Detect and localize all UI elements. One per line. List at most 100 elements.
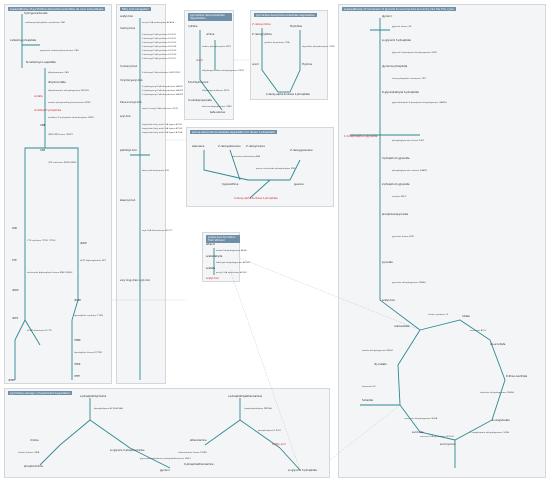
- metabolite[interactable]: 3-phospho-D-glycerate: [382, 157, 410, 160]
- metabolite[interactable]: CTP: [12, 259, 17, 262]
- enzyme-label: ethanolamine kinase ETNK1: [178, 452, 208, 454]
- metabolite[interactable]: a phosphatidylethanolamine: [228, 395, 263, 398]
- metabolite[interactable]: hydrogencarbonate: [24, 12, 48, 15]
- metabolite[interactable]: sn-glycerol 3-phosphate: [382, 39, 411, 42]
- enzyme-label: 3-ketoacyl-CoA synthase ELOVL2: [142, 38, 177, 40]
- enzyme-label: 3-hydroxyacyl-CoA dehydratase HACD1: [142, 86, 184, 88]
- enzyme-label: glyceraldehyde-3-phosphate dehydrogenase…: [392, 102, 447, 104]
- metabolite[interactable]: UDP: [40, 149, 46, 152]
- edge: [89, 419, 131, 449]
- metabolite[interactable]: oxaloacetate: [394, 325, 410, 328]
- metabolite[interactable]: acetate: [206, 267, 216, 270]
- metabolite[interactable]: acetaldehyde: [206, 255, 223, 258]
- enzyme-label: dihydroorotate dehydrogenase DHODH: [48, 90, 89, 92]
- metabolite[interactable]: carbamoyl phosphate: [10, 39, 37, 42]
- metabolite[interactable]: D-glyceraldehyde 3-phosphate: [382, 91, 419, 94]
- metabolite[interactable]: phosphocholine: [24, 465, 43, 468]
- metabolite[interactable]: N-carbamoyl-L-aspartate: [26, 61, 56, 64]
- enzyme-label: 3-ketoacyl-CoA synthase ELOVL7: [142, 58, 177, 60]
- edge: [239, 419, 281, 449]
- metabolite[interactable]: 3-hydroxyacyl-CoA: [120, 79, 143, 82]
- metabolite[interactable]: 3-ureidopropanoate: [188, 99, 212, 102]
- metabolite[interactable]: ethanolamine: [190, 439, 207, 442]
- metabolite[interactable]: 2-deoxy-alpha-D-ribose 1-phosphate: [266, 93, 310, 96]
- metabolite[interactable]: 2'-deoxyadenosine: [218, 145, 241, 148]
- enzyme-label: aconitase ACO2: [470, 330, 487, 332]
- metabolite[interactable]: hypoxanthine: [222, 183, 239, 186]
- enzyme-label: nucleoside diphosphate kinase NME1 NME2: [27, 272, 73, 274]
- metabolite[interactable]: glycerol: [160, 469, 170, 472]
- metabolite[interactable]: malonyl-CoA: [120, 27, 136, 30]
- metabolite[interactable]: a phosphatidylcholine: [80, 395, 107, 398]
- edge: [379, 299, 421, 331]
- metabolite[interactable]: palmitoyl-CoA: [120, 149, 137, 152]
- metabolite[interactable]: choline: [30, 439, 39, 442]
- enzyme-label: fatty acid desaturase SCD: [142, 170, 170, 172]
- metabolite[interactable]: 2'-deoxyguanosine: [290, 149, 313, 152]
- metabolite-highlighted[interactable]: orotidine 5'-phosphate: [34, 109, 62, 112]
- metabolite-highlighted[interactable]: 1,3-bisphospho-D-glycerate: [344, 135, 378, 138]
- enzyme-label: thymidylate synthase TYMS: [74, 315, 103, 317]
- metabolite[interactable]: succinate: [412, 431, 424, 434]
- enzyme-label: fumarase FH: [362, 386, 376, 388]
- metabolite[interactable]: dTMP: [74, 339, 81, 342]
- metabolite[interactable]: uridine: [206, 33, 215, 36]
- metabolite[interactable]: dTTP: [74, 375, 80, 378]
- metabolite[interactable]: 3-oxoacyl-CoA: [120, 65, 138, 68]
- metabolite[interactable]: ethanol: [206, 243, 216, 246]
- enzyme-label: 3-hydroxyacyl-CoA dehydratase HACD2: [142, 90, 184, 92]
- metabolite[interactable]: phosphoenolpyruvate: [382, 213, 409, 216]
- metabolite[interactable]: acyl-CoA: [120, 115, 131, 118]
- metabolite-highlighted[interactable]: 2-deoxy-alpha-D-ribose 1-phosphate: [234, 197, 278, 200]
- metabolite[interactable]: glycerone phosphate: [382, 65, 408, 68]
- metabolite[interactable]: fumarate: [362, 399, 374, 402]
- metabolite[interactable]: dCTP: [12, 317, 19, 320]
- metabolite[interactable]: dCDP: [12, 289, 19, 292]
- metabolite[interactable]: dUMP: [74, 299, 81, 302]
- metabolite[interactable]: (S)-malate: [374, 363, 387, 366]
- metabolite[interactable]: acetyl-CoA: [120, 15, 133, 18]
- metabolite[interactable]: uracil: [252, 63, 259, 66]
- metabolite-highlighted[interactable]: acetyl-CoA: [206, 277, 219, 280]
- metabolite[interactable]: dihydroorotate: [48, 81, 66, 84]
- metabolite[interactable]: dTDP: [74, 363, 81, 366]
- metabolite[interactable]: O-phosphoethanolamine: [184, 463, 214, 466]
- metabolite[interactable]: 5,6-dihydrouracil: [188, 81, 209, 84]
- metabolite[interactable]: acetyl-CoA: [382, 299, 395, 302]
- metabolite[interactable]: sn-glycero-3-phosphocholine: [110, 449, 145, 452]
- metabolite[interactable]: cis-aconitate: [490, 343, 506, 346]
- metabolite[interactable]: 2'-deoxycytidine: [252, 33, 272, 36]
- metabolite[interactable]: 2-phospho-D-glycerate: [382, 183, 410, 186]
- metabolite[interactable]: UMP: [40, 124, 46, 127]
- metabolite[interactable]: citrate: [462, 315, 470, 318]
- metabolite[interactable]: trans-2-enoyl-CoA: [120, 101, 142, 104]
- metabolite[interactable]: succinyl-CoA: [440, 443, 456, 446]
- metabolite[interactable]: D-threo-isocitrate: [506, 375, 528, 378]
- metabolite[interactable]: dUDP: [80, 242, 87, 245]
- enzyme-label: citrate synthase CS: [428, 314, 449, 316]
- edge: [204, 398, 241, 446]
- metabolite[interactable]: guanine: [294, 183, 304, 186]
- metabolite[interactable]: beta-alanine: [210, 111, 226, 114]
- metabolite[interactable]: pyruvate: [382, 261, 393, 264]
- metabolite-highlighted[interactable]: orotate: [34, 95, 43, 98]
- metabolite[interactable]: cytidine: [188, 25, 198, 28]
- metabolite-highlighted[interactable]: 2'-deoxyuridine: [252, 23, 271, 26]
- link-edge: [229, 269, 301, 471]
- metabolite[interactable]: thymidine: [290, 25, 303, 28]
- enzyme-label: acetyl-CoA carboxylase ACACA: [142, 22, 175, 24]
- metabolite[interactable]: glycerol: [382, 15, 392, 18]
- metabolite-highlighted[interactable]: uracil: [196, 59, 203, 62]
- metabolite[interactable]: dCMP: [8, 379, 15, 382]
- metabolite[interactable]: sn-glycerol 3-phosphate: [288, 469, 317, 472]
- metabolite-highlighted[interactable]: a fatty acid: [272, 443, 286, 446]
- metabolite[interactable]: thymine: [302, 63, 312, 66]
- metabolite[interactable]: very long-chain acyl-CoA: [120, 279, 150, 282]
- enzyme-label: dCMP deaminase DCTD: [27, 330, 52, 332]
- metabolite[interactable]: stearoyl-CoA: [120, 199, 136, 202]
- enzyme-label: succinate dehydrogenase SDHA: [404, 418, 438, 420]
- metabolite[interactable]: CDP: [12, 227, 17, 230]
- metabolite[interactable]: 2-oxoglutarate: [492, 419, 510, 422]
- metabolite[interactable]: 2'-deoxyinosine: [246, 145, 265, 148]
- metabolite[interactable]: adenosine: [192, 145, 205, 148]
